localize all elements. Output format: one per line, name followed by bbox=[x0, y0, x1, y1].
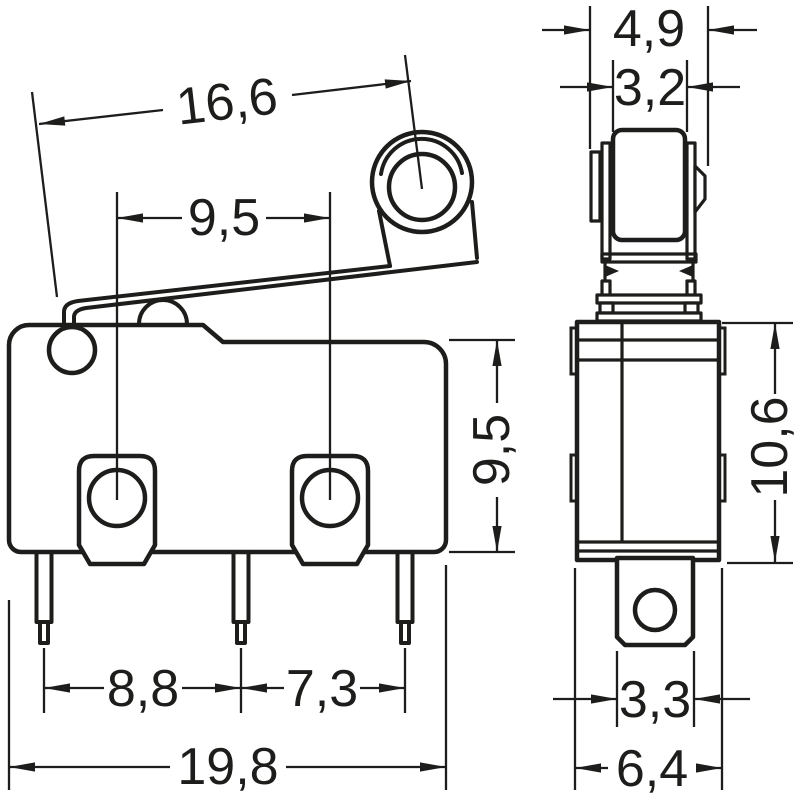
lever-bottom-surface bbox=[72, 260, 479, 327]
lever-plate-edge bbox=[589, 150, 602, 223]
side-body-outline bbox=[574, 319, 722, 563]
dim-lever-length: 16,6 bbox=[30, 54, 424, 298]
side-body-top-lines bbox=[577, 338, 719, 362]
extension-line bbox=[403, 54, 424, 190]
arrowhead bbox=[241, 683, 267, 693]
dim-label-hole-spacing: 9,5 bbox=[188, 189, 260, 247]
arrowhead bbox=[770, 536, 780, 562]
lever-arm bbox=[62, 260, 479, 327]
arrowhead bbox=[9, 762, 35, 772]
arrowhead bbox=[117, 213, 143, 223]
side-body bbox=[569, 319, 727, 648]
mounting-hole bbox=[46, 324, 98, 376]
arrowhead bbox=[492, 526, 502, 552]
arrowhead bbox=[492, 340, 502, 366]
dim-label-assembly-width: 4,9 bbox=[613, 0, 685, 58]
side-terminal-hole bbox=[632, 587, 678, 633]
boss-left bbox=[76, 453, 158, 567]
terminal-pin bbox=[231, 550, 251, 645]
dim-label-side-body-height: 10,6 bbox=[741, 396, 799, 497]
dim-pin-spacing-right: 7,3 bbox=[241, 648, 407, 718]
dim-label-pin-spacing-left: 8,8 bbox=[107, 660, 179, 718]
arrowhead bbox=[575, 763, 601, 773]
terminal-pins bbox=[34, 550, 415, 645]
plunger-dome bbox=[137, 298, 189, 326]
dim-hole-spacing: 9,5 bbox=[115, 189, 332, 500]
arrowhead bbox=[215, 683, 241, 693]
dim-label-front-body-height: 9,5 bbox=[463, 414, 521, 486]
boss-right bbox=[289, 453, 371, 567]
fork-right-edge bbox=[470, 200, 479, 260]
arrowhead bbox=[39, 116, 66, 126]
dim-label-roller-width: 3,2 bbox=[614, 59, 686, 117]
dim-terminal-width: 3,3 bbox=[553, 651, 750, 729]
front-view: 16,6 9,5 9,5 8,8 bbox=[6, 54, 521, 796]
dim-body-depth: 6,4 bbox=[573, 568, 724, 798]
fork-left-edge bbox=[377, 209, 392, 268]
arrowhead bbox=[687, 82, 713, 92]
fork-crossbar bbox=[600, 252, 698, 264]
arrowhead bbox=[379, 683, 405, 693]
arrowhead bbox=[770, 323, 780, 349]
dim-label-pin-spacing-right: 7,3 bbox=[286, 660, 358, 718]
arrowhead bbox=[591, 694, 617, 704]
switch-body-outline bbox=[6, 322, 449, 555]
roller-assembly bbox=[369, 129, 479, 268]
arrowhead bbox=[384, 79, 411, 89]
dim-label-lever-length: 16,6 bbox=[173, 67, 280, 136]
dim-overall-width: 19,8 bbox=[7, 565, 448, 796]
arrowhead bbox=[708, 25, 734, 35]
terminal-pin bbox=[34, 550, 54, 645]
fork-arm-left bbox=[600, 141, 612, 261]
arrowhead bbox=[587, 82, 613, 92]
lever-top-surface bbox=[62, 264, 392, 327]
arrowhead bbox=[304, 213, 330, 223]
side-roller bbox=[610, 127, 688, 243]
arrowhead bbox=[44, 683, 70, 693]
dim-label-terminal-width: 3,3 bbox=[619, 671, 691, 729]
extension-line bbox=[30, 91, 59, 298]
arrowhead bbox=[694, 694, 720, 704]
spring-hooks bbox=[603, 262, 695, 281]
dim-label-overall-width: 19,8 bbox=[177, 738, 278, 796]
lever-tip-tab bbox=[693, 164, 707, 214]
spring-hook-right-flag bbox=[679, 265, 693, 277]
side-terminal-tab bbox=[614, 555, 696, 648]
roller-rim-arc bbox=[379, 136, 464, 176]
spring-hook-left-flag bbox=[605, 265, 619, 277]
upper-rail bbox=[595, 293, 703, 305]
arrowhead bbox=[696, 763, 722, 773]
dim-pin-spacing-left: 8,8 bbox=[42, 648, 243, 718]
dim-assembly-width: 4,9 bbox=[542, 0, 757, 166]
dim-label-body-depth: 6,4 bbox=[616, 740, 688, 798]
arrowhead bbox=[564, 25, 590, 35]
arrowhead bbox=[420, 762, 446, 772]
dim-roller-width: 3,2 bbox=[560, 59, 740, 132]
side-body-bottom-lines bbox=[577, 540, 719, 553]
side-roller-assembly bbox=[589, 127, 707, 325]
dim-front-body-height: 9,5 bbox=[449, 338, 521, 554]
dim-side-body-height: 10,6 bbox=[722, 321, 799, 565]
side-view: 4,9 3,2 10,6 3,3 bbox=[542, 0, 799, 798]
terminal-pin bbox=[395, 550, 415, 645]
